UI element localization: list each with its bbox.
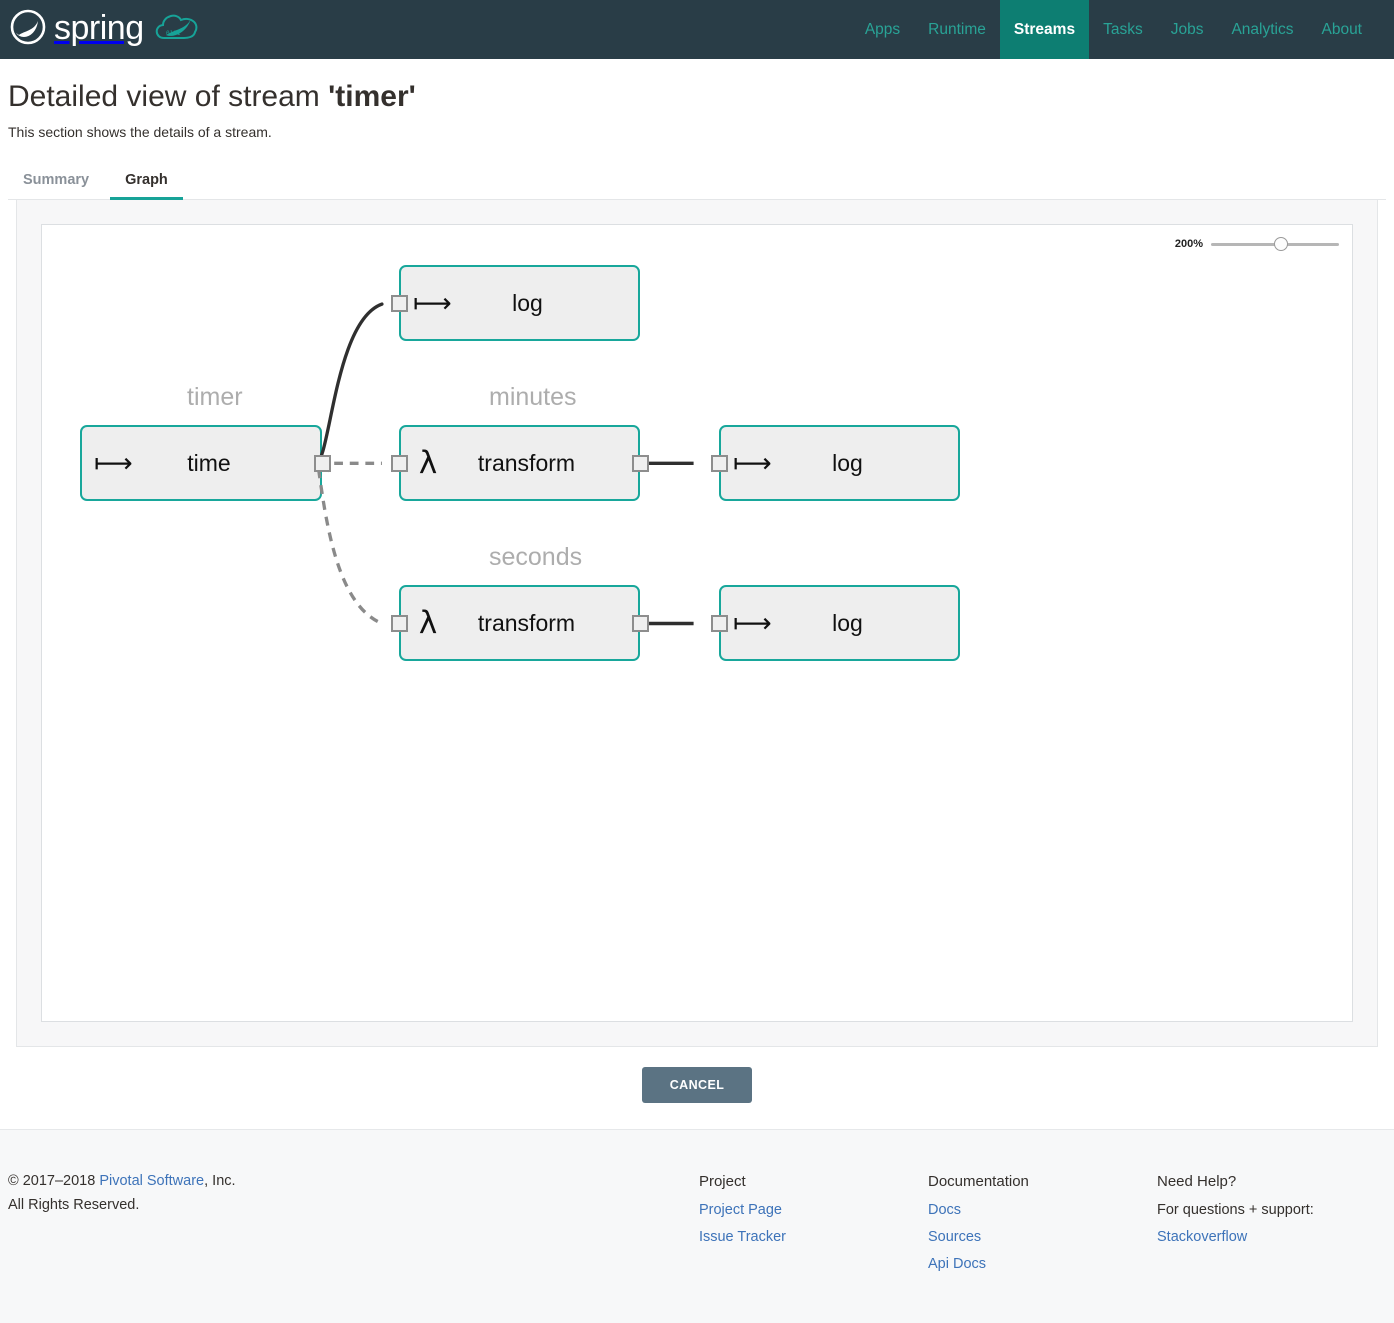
footer-heading-project: Project xyxy=(698,1173,746,1190)
source-icon: ⟼ xyxy=(94,447,133,479)
footer-link-stackoverflow[interactable]: Stackoverflow xyxy=(1157,1228,1248,1245)
nav-item-jobs[interactable]: Jobs xyxy=(1170,20,1204,38)
graph-node-log-top[interactable]: ⟼ log xyxy=(399,265,640,341)
graph-connections xyxy=(314,302,694,626)
footer-column-documentation: Documentation Docs Sources Api Docs xyxy=(928,1170,1157,1277)
footer-copyright: © 2017–2018 Pivotal Software, Inc. All R… xyxy=(8,1170,699,1277)
port-transform-minutes-input[interactable] xyxy=(391,455,408,472)
tab-graph[interactable]: Graph xyxy=(110,164,183,200)
link-time-to-log-top xyxy=(314,302,384,466)
sink-icon: ⟼ xyxy=(733,607,772,639)
graph-node-label: log xyxy=(832,609,863,636)
graph-node-log-seconds[interactable]: ⟼ log xyxy=(719,585,960,661)
main-nav: Apps Runtime Streams Tasks Jobs Analytic… xyxy=(851,0,1394,59)
spring-cloud-dataflow-icon: 0101 xyxy=(150,8,206,51)
footer-link-issue-tracker[interactable]: Issue Tracker xyxy=(698,1228,786,1245)
page-footer: © 2017–2018 Pivotal Software, Inc. All R… xyxy=(0,1129,1394,1323)
stream-label-seconds: seconds xyxy=(489,543,583,571)
tab-bar: Summary Graph xyxy=(8,164,1386,200)
processor-icon: λ xyxy=(418,444,438,481)
footer-heading-documentation: Documentation xyxy=(927,1173,1029,1190)
zoom-level-label: 200% xyxy=(1174,238,1203,250)
footer-column-project: Project Project Page Issue Tracker xyxy=(699,1170,928,1277)
graph-node-transform-minutes[interactable]: λ transform xyxy=(399,425,640,501)
nav-item-apps[interactable]: Apps xyxy=(864,20,901,38)
footer-rights: All Rights Reserved. xyxy=(8,1196,140,1213)
graph-node-log-minutes[interactable]: ⟼ log xyxy=(719,425,960,501)
port-log-top-input[interactable] xyxy=(391,295,408,312)
graph-node-label: log xyxy=(512,289,543,316)
footer-pivotal-link[interactable]: Pivotal Software xyxy=(99,1173,205,1189)
footer-copyright-pre: © 2017–2018 xyxy=(8,1173,100,1189)
processor-icon: λ xyxy=(418,604,438,641)
svg-text:0101: 0101 xyxy=(166,30,181,37)
brand-logo-link[interactable]: spring 0101 xyxy=(0,0,206,59)
footer-column-need-help: Need Help? For questions + support: Stac… xyxy=(1157,1170,1386,1277)
graph-node-time[interactable]: ⟼ time xyxy=(80,425,322,501)
port-transform-seconds-output[interactable] xyxy=(632,615,649,632)
page-title-stream-name: 'timer' xyxy=(328,80,416,113)
stream-label-timer: timer xyxy=(187,383,243,411)
page-subtitle: This section shows the details of a stre… xyxy=(8,124,272,140)
sink-icon: ⟼ xyxy=(733,447,772,479)
port-transform-minutes-output[interactable] xyxy=(632,455,649,472)
stream-label-minutes: minutes xyxy=(489,383,577,411)
top-navigation-bar: spring 0101 Apps Runtime Streams Tasks J… xyxy=(0,0,1394,59)
nav-item-streams[interactable]: Streams xyxy=(999,0,1090,59)
footer-link-project-page[interactable]: Project Page xyxy=(698,1201,782,1218)
page-body: Detailed view of stream 'timer' This sec… xyxy=(0,79,1394,1129)
zoom-slider-thumb[interactable] xyxy=(1274,237,1289,251)
sink-icon: ⟼ xyxy=(413,287,452,319)
cancel-button[interactable]: CANCEL xyxy=(641,1067,753,1103)
link-time-to-transform-seconds xyxy=(316,469,383,626)
graph-canvas[interactable]: 200% time xyxy=(41,224,1353,1022)
page-title: Detailed view of stream 'timer' xyxy=(8,79,1386,115)
footer-heading-need-help: Need Help? xyxy=(1157,1173,1237,1190)
zoom-slider[interactable] xyxy=(1211,237,1339,251)
graph-panel: 200% time xyxy=(16,200,1378,1047)
graph-node-label: transform xyxy=(477,449,576,476)
port-transform-seconds-input[interactable] xyxy=(391,615,408,632)
footer-link-docs[interactable]: Docs xyxy=(927,1201,962,1218)
footer-link-api-docs[interactable]: Api Docs xyxy=(927,1255,987,1272)
zoom-control: 200% xyxy=(1175,237,1339,251)
tab-summary[interactable]: Summary xyxy=(23,172,90,188)
spring-leaf-logo-icon xyxy=(8,7,48,52)
graph-node-label: time xyxy=(187,449,231,476)
port-log-minutes-input[interactable] xyxy=(711,455,728,472)
graph-node-transform-seconds[interactable]: λ transform xyxy=(399,585,640,661)
form-actions: CANCEL xyxy=(8,1047,1386,1129)
port-log-seconds-input[interactable] xyxy=(711,615,728,632)
nav-item-analytics[interactable]: Analytics xyxy=(1231,20,1294,38)
nav-item-runtime[interactable]: Runtime xyxy=(928,20,986,38)
footer-support-text: For questions + support: xyxy=(1157,1201,1314,1218)
footer-link-sources[interactable]: Sources xyxy=(927,1228,982,1245)
page-title-prefix: Detailed view of stream xyxy=(8,80,329,113)
nav-item-about[interactable]: About xyxy=(1321,20,1362,38)
footer-copyright-post: , Inc. xyxy=(204,1173,236,1189)
graph-node-label: log xyxy=(832,449,863,476)
graph-node-label: transform xyxy=(477,609,576,636)
brand-wordmark: spring xyxy=(54,9,144,47)
nav-item-tasks[interactable]: Tasks xyxy=(1103,20,1143,38)
port-time-output[interactable] xyxy=(314,455,331,472)
